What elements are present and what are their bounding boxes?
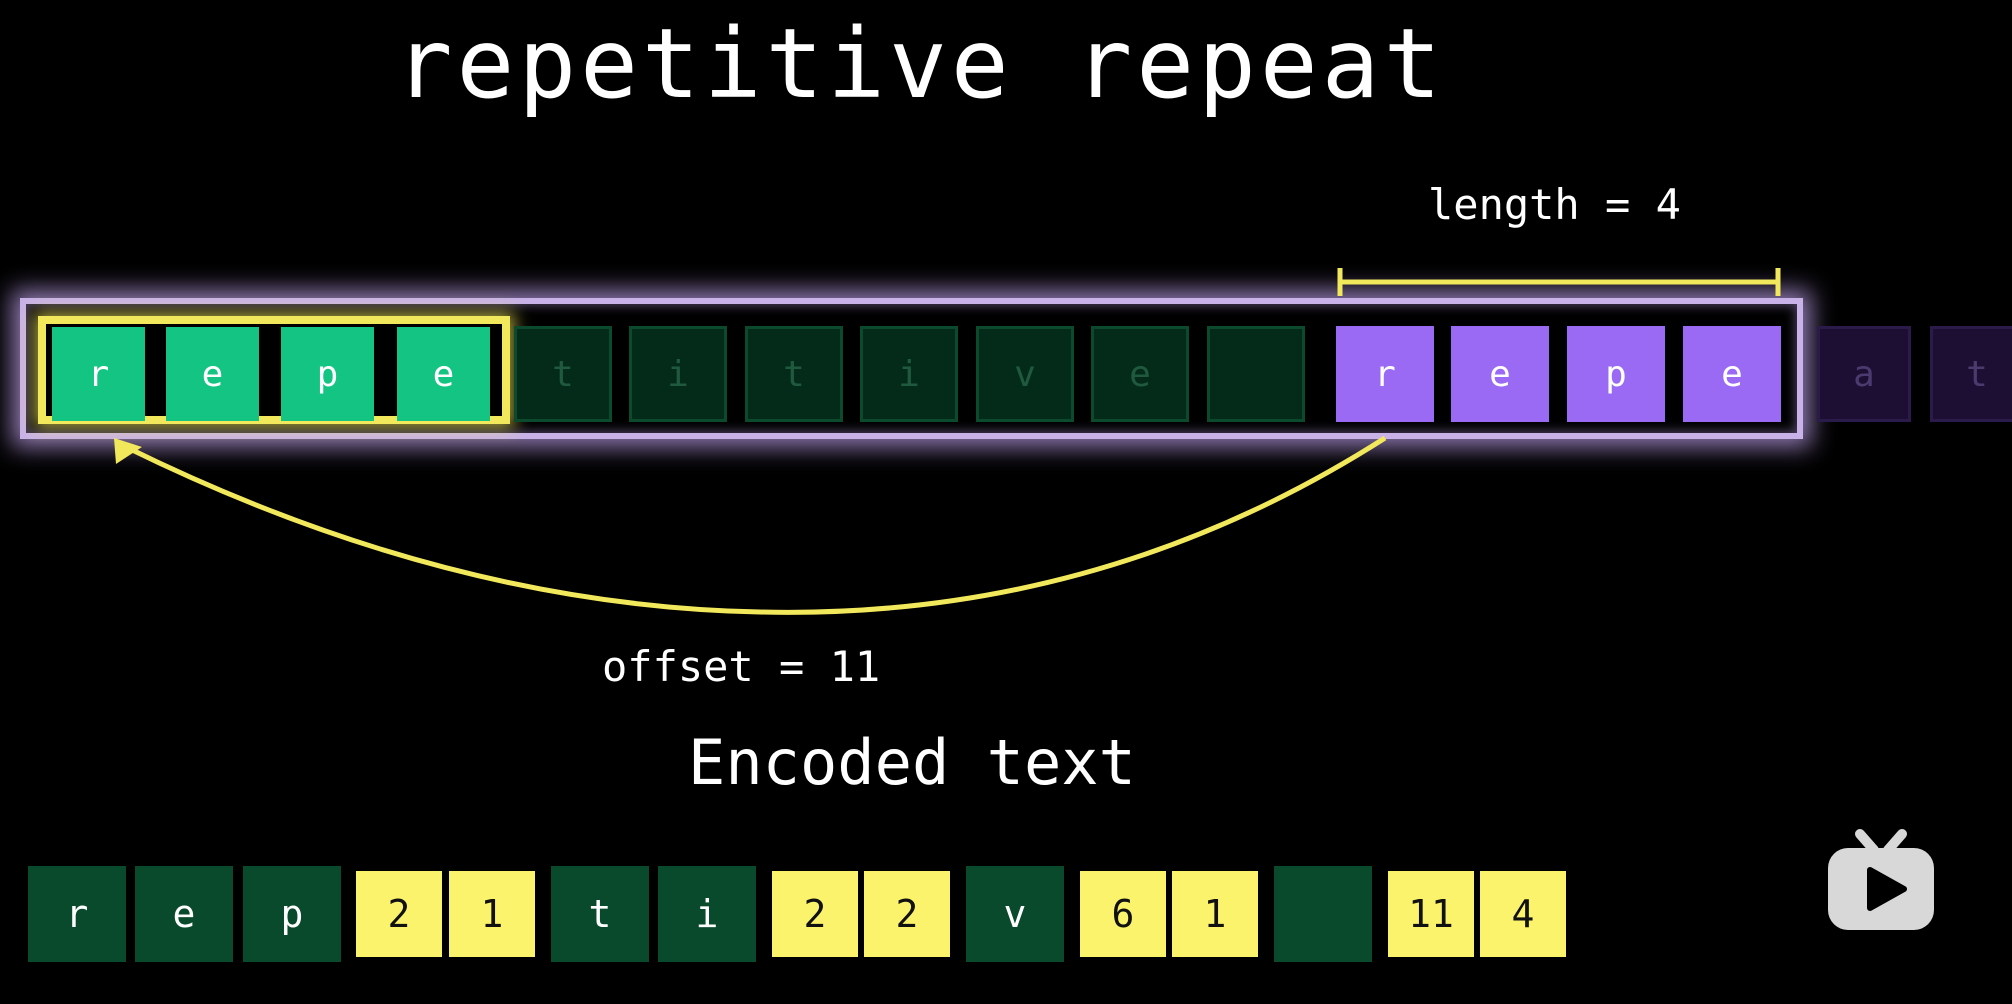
offset-label: offset = 11 (602, 642, 881, 691)
encoded-literal-cell: e (135, 866, 233, 962)
matched-char-cell: r (52, 327, 145, 421)
upcoming-char-cell: a (1817, 326, 1911, 422)
window-char-cell (1207, 326, 1305, 422)
lookahead-char-cell: r (1336, 326, 1434, 422)
offset-arrow-head (114, 438, 142, 464)
window-char-cell: i (629, 326, 727, 422)
upcoming-char-cell: t (1930, 326, 2012, 422)
tv-play-logo-icon (1828, 829, 1934, 930)
matched-char-cell: e (166, 327, 259, 421)
encoded-code-cell: 2 (356, 871, 442, 957)
window-char-cell: v (976, 326, 1074, 422)
matched-char-cell: p (281, 327, 374, 421)
encoded-code-cell: 4 (1480, 871, 1566, 957)
sliding-window-frame (20, 298, 1803, 439)
length-bracket (1337, 268, 1781, 296)
encoded-literal-cell: i (658, 866, 756, 962)
window-char-cell: i (860, 326, 958, 422)
encoded-text-heading: Encoded text (688, 726, 1136, 799)
window-char-cell: t (745, 326, 843, 422)
encoded-code-cell: 2 (864, 871, 950, 957)
encoded-literal-cell: v (966, 866, 1064, 962)
encoded-code-cell: 1 (449, 871, 535, 957)
encoded-literal-cell: t (551, 866, 649, 962)
length-label: length = 4 (1428, 180, 1681, 229)
window-char-cell: t (514, 326, 612, 422)
lookahead-char-cell: p (1567, 326, 1665, 422)
encoded-code-cell: 11 (1388, 871, 1474, 957)
lookahead-char-cell: e (1683, 326, 1781, 422)
window-char-cell: e (1091, 326, 1189, 422)
encoded-code-cell: 6 (1080, 871, 1166, 957)
encoded-code-cell: 2 (772, 871, 858, 957)
lookahead-char-cell: e (1451, 326, 1549, 422)
encoded-literal-cell: p (243, 866, 341, 962)
page-title: repetitive repeat (394, 8, 1446, 120)
encoded-literal-cell: r (28, 866, 126, 962)
encoded-code-cell: 1 (1172, 871, 1258, 957)
encoded-literal-cell (1274, 866, 1372, 962)
matched-char-cell: e (397, 327, 490, 421)
offset-arrow (126, 435, 1387, 615)
